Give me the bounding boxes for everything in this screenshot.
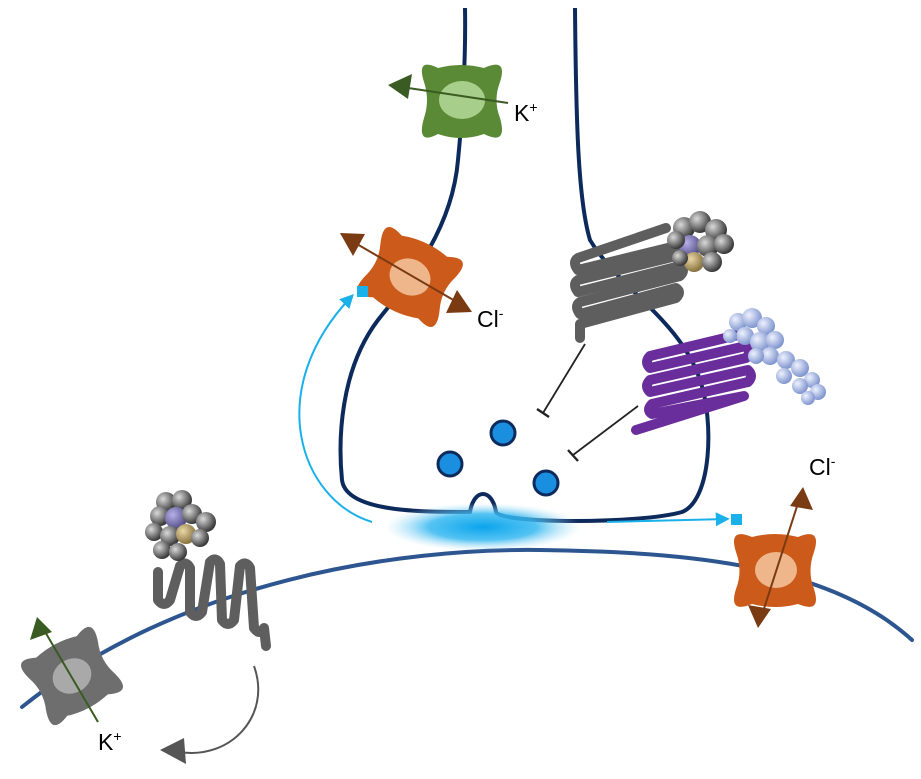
chloride-channel-icon — [734, 534, 816, 607]
potassium-flux-arrow-bottom — [30, 617, 99, 723]
transmitter-binding-site-right — [731, 514, 742, 525]
chloride-channel-icon — [357, 227, 463, 327]
synaptic-vesicle-icon — [532, 469, 560, 497]
k-ion-label-bottom: K+ — [98, 728, 122, 755]
transmitter-arrow-left — [298, 293, 373, 523]
synaptic-vesicle-icon — [489, 419, 517, 447]
k-ion-label-top: K+ — [514, 99, 538, 126]
neurotransmitter-release-icon — [385, 503, 581, 551]
cl-ion-label-left: Cl- — [477, 305, 504, 332]
signaling-arrow — [160, 665, 260, 764]
transmitter-arrow-right — [606, 512, 730, 527]
small-molecule-ligand-icon — [145, 490, 216, 561]
chloride-flux-arrow-right — [748, 487, 813, 628]
potassium-channel-icon — [388, 64, 509, 138]
inhibition-arrows — [536, 343, 639, 462]
gpcr-icon — [153, 554, 271, 651]
chloride-flux-arrow-left — [340, 233, 472, 313]
gpcr-icon — [631, 329, 756, 435]
cl-ion-label-right: Cl- — [809, 453, 836, 480]
synaptic-vesicle-icon — [436, 450, 464, 478]
peptide-ligand-icon — [723, 308, 826, 405]
transmitter-binding-site-left — [357, 286, 368, 297]
synaptic-vesicles — [436, 419, 560, 497]
small-molecule-ligand-icon — [667, 211, 734, 272]
